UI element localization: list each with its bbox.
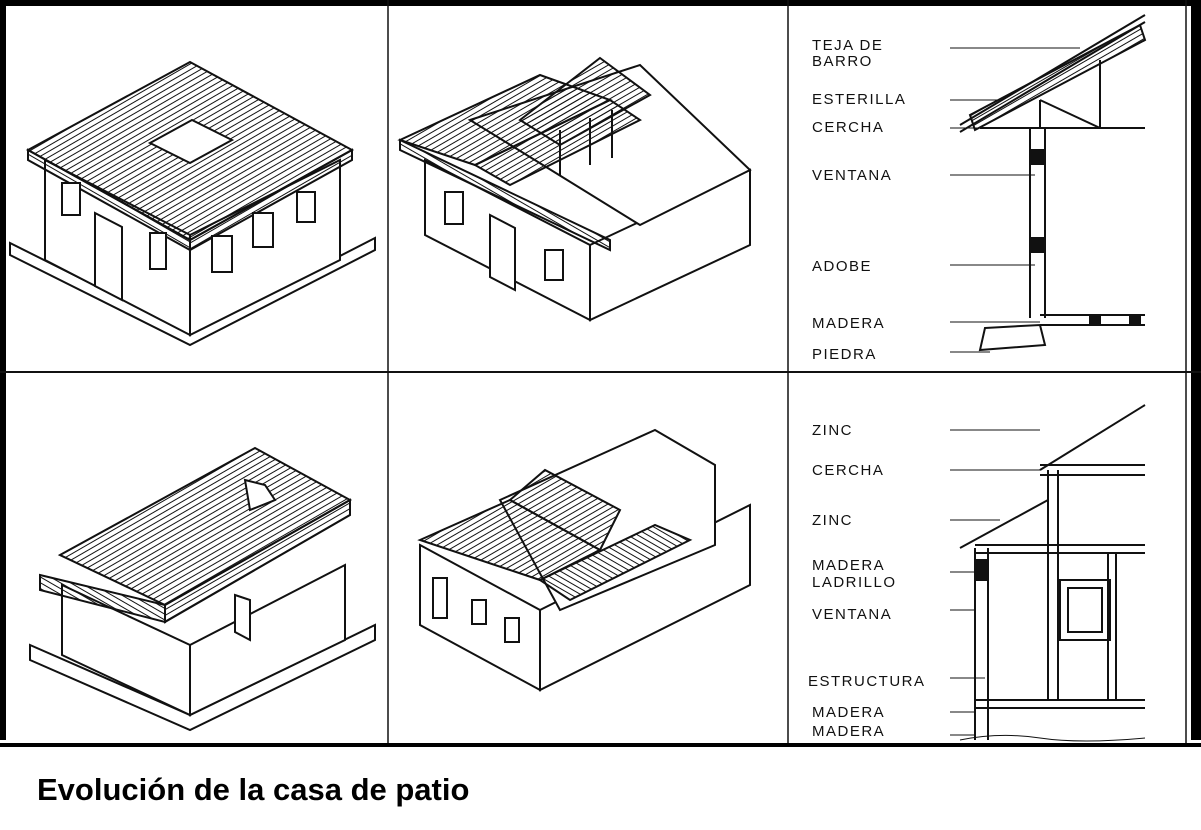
- label-piedra: PIEDRA: [812, 346, 877, 363]
- wall-section-brick: [950, 404, 1146, 742]
- house-l-courtyard: [417, 428, 751, 692]
- label-madera-4: MADERA: [812, 723, 886, 740]
- figure-caption: Evolución de la casa de patio: [37, 772, 470, 807]
- house-courtyard-hip-roof: [9, 60, 376, 347]
- wall-section-adobe: [950, 14, 1147, 353]
- label-cercha-2: CERCHA: [812, 462, 885, 479]
- label-zinc-eave: ZINC: [812, 512, 853, 529]
- label-cercha: CERCHA: [812, 119, 885, 136]
- label-teja-de: TEJA DE: [812, 37, 884, 54]
- label-ventana: VENTANA: [812, 167, 893, 184]
- label-madera: MADERA: [812, 315, 886, 332]
- house-open-courtyard: [397, 56, 752, 322]
- label-ladrillo: LADRILLO: [812, 574, 897, 591]
- label-esterilla: ESTERILLA: [812, 91, 907, 108]
- label-barro: BARRO: [812, 53, 873, 70]
- label-madera-3: MADERA: [812, 704, 886, 721]
- label-ventana-2: VENTANA: [812, 606, 893, 623]
- label-madera-2: MADERA: [812, 557, 886, 574]
- label-estructura: ESTRUCTURA: [808, 673, 926, 690]
- label-zinc-roof: ZINC: [812, 422, 853, 439]
- house-row-courtyard: [29, 446, 376, 732]
- label-adobe: ADOBE: [812, 258, 873, 275]
